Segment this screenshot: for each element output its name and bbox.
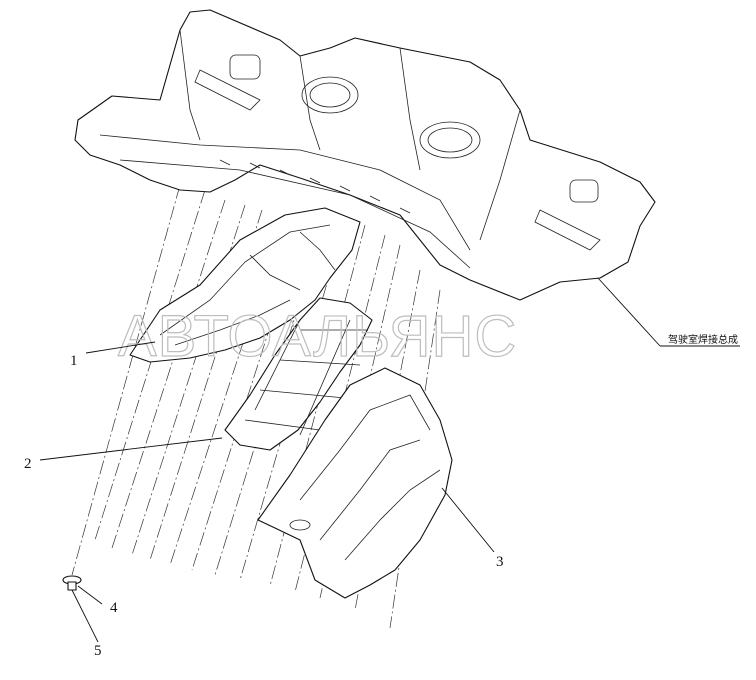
part-1-tunnel-panel <box>129 207 361 363</box>
callout-3: 3 <box>496 554 504 570</box>
callout-5: 5 <box>94 643 102 659</box>
part-2-reinforcement-frame <box>224 297 373 451</box>
leader-lines <box>39 277 740 643</box>
part-3-rear-floor-panel <box>257 367 453 599</box>
callout-1: 1 <box>70 353 78 369</box>
callout-2: 2 <box>24 456 32 472</box>
assembly-label: 驾驶室焊接总成 <box>668 333 738 346</box>
callout-4: 4 <box>110 600 118 616</box>
cab-floor-assembly <box>74 9 656 301</box>
part-4-5-fastener <box>62 575 82 591</box>
watermark-text: АВТОАЛЬЯНС <box>118 304 517 369</box>
